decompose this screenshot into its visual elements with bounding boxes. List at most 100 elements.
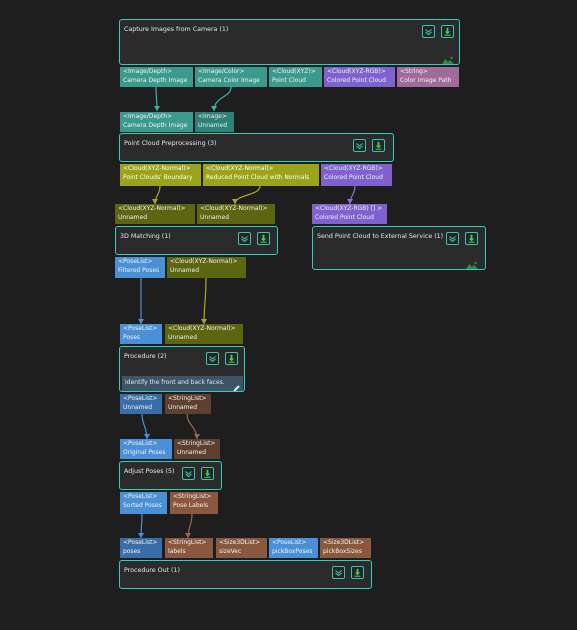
debug-output-icon[interactable]: [353, 139, 366, 152]
port-type-label: <PoseList>: [123, 440, 158, 447]
port-name-label: Original Poses: [123, 449, 166, 456]
port-name-label: Poses: [123, 334, 141, 341]
port-type-label: <String>: [400, 68, 428, 75]
port-type-label: <PoseList>: [272, 539, 307, 546]
wire-sorted-poses-arrow: [138, 533, 144, 538]
port-type-label: <Cloud(XYZ-RGB)>: [327, 68, 386, 75]
output-port-reduced-cloud[interactable]: <Cloud(XYZ-Normal)>Reduced Point Cloud w…: [203, 164, 319, 186]
wire-proc-poses-arrow: [144, 434, 150, 439]
port-type-label: <Cloud(XYZ)>: [272, 68, 316, 75]
output-port-point-cloud[interactable]: <Cloud(XYZ)>Point Cloud: [269, 67, 322, 87]
output-port-color-image-path[interactable]: <String>Color Image Path: [397, 67, 459, 87]
input-port-out-sizevec[interactable]: <Size3DList>sizeVec: [216, 538, 267, 558]
input-port-original-poses[interactable]: <PoseList> Original Poses: [120, 439, 172, 459]
port-name-label: Unnamed: [170, 267, 200, 274]
port-type-label: <Cloud(XYZ-Normal)>: [168, 325, 236, 332]
node-point-cloud-preprocessing[interactable]: Point Cloud Preprocessing (3): [119, 133, 394, 162]
wire-filtered-poses-arrow: [138, 319, 144, 324]
run-step-icon[interactable]: [257, 232, 270, 245]
port-name-label: Unnamed: [177, 449, 207, 456]
output-port-depth-image[interactable]: <Image/Depth> Camera Depth Image: [120, 67, 193, 87]
output-port-color-image[interactable]: <Image/Color>Camera Color Image: [195, 67, 267, 87]
node-title: Procedure Out (1): [124, 567, 180, 574]
port-name-label: labels: [168, 548, 186, 555]
port-name-label: Filtered Poses: [118, 267, 160, 274]
port-type-label: <Cloud(XYZ-Normal)>: [200, 205, 268, 212]
input-port-out-poses[interactable]: <PoseList> poses: [120, 538, 162, 558]
port-type-label: <StringList>: [168, 539, 207, 546]
port-name-label: Point Clouds' Boundary: [123, 174, 193, 181]
port-name-label: Unnamed: [168, 334, 198, 341]
wire-proc-strings-arrow: [194, 434, 200, 439]
port-name-label: Sorted Poses: [123, 502, 162, 509]
input-port-out-labels[interactable]: <StringList> labels: [165, 538, 213, 558]
output-port-sorted-poses[interactable]: <PoseList> Sorted Poses: [120, 492, 167, 514]
node-title: 3D Matching (1): [120, 233, 171, 240]
input-port-depth-image[interactable]: <Image/Depth>Camera Depth Image: [120, 112, 193, 132]
port-name-label: Pose Labels: [173, 502, 209, 509]
input-port-adjust-strings[interactable]: <StringList>Unnamed: [174, 439, 220, 459]
debug-output-icon[interactable]: [422, 25, 435, 38]
wire-match-cloud-arrow: [201, 319, 207, 324]
port-type-label: <Cloud(XYZ-RGB) [] >: [315, 205, 383, 212]
node-3d-matching[interactable]: 3D Matching (1): [115, 226, 278, 255]
wire-color-image: [213, 86, 232, 112]
run-step-icon[interactable]: [351, 566, 364, 579]
port-name-label: Unnamed: [198, 122, 228, 129]
run-step-icon[interactable]: [441, 25, 454, 38]
port-type-label: <PoseList>: [123, 325, 158, 332]
output-port-proc-poses[interactable]: <PoseList>Unnamed: [120, 394, 162, 414]
debug-output-icon[interactable]: [238, 232, 251, 245]
run-step-icon[interactable]: [225, 352, 238, 365]
debug-output-icon[interactable]: [446, 232, 459, 245]
node-procedure-out[interactable]: Procedure Out (1): [119, 560, 372, 589]
node-adjust-poses[interactable]: Adjust Poses (5): [119, 461, 222, 490]
run-step-icon[interactable]: [201, 467, 214, 480]
port-name-label: poses: [123, 548, 141, 555]
port-type-label: <Image/Depth>: [123, 68, 173, 75]
debug-output-icon[interactable]: [182, 467, 195, 480]
wire-match-cloud: [203, 277, 207, 325]
output-port-colored-cloud[interactable]: <Cloud(XYZ-RGB)>Colored Point Cloud: [321, 164, 392, 186]
port-type-label: <Image/Depth>: [123, 113, 173, 120]
input-port-out-pickboxposes[interactable]: <PoseList>pickBoxPoses: [269, 538, 318, 558]
node-send-point-cloud[interactable]: Send Point Cloud to External Service (1): [312, 226, 486, 270]
node-title: Capture Images from Camera (1): [124, 26, 229, 33]
output-port-pose-labels[interactable]: <StringList> Pose Labels: [170, 492, 218, 514]
port-type-label: <PoseList>: [118, 258, 153, 265]
debug-output-icon[interactable]: [332, 566, 345, 579]
input-port-cloud-1[interactable]: <Cloud(XYZ-Normal)>Unnamed: [115, 204, 195, 224]
run-step-icon[interactable]: [372, 139, 385, 152]
port-type-label: <PoseList>: [123, 539, 158, 546]
node-capture-images[interactable]: Capture Images from Camera (1): [119, 19, 460, 65]
input-port-image[interactable]: <Image>Unnamed: [195, 112, 234, 132]
output-port-filtered-poses[interactable]: <PoseList> Filtered Poses: [115, 257, 165, 278]
output-port-boundary[interactable]: <Cloud(XYZ-Normal)>Point Clouds' Boundar…: [120, 164, 201, 186]
port-type-label: <StringList>: [168, 395, 207, 402]
edit-description-icon[interactable]: [232, 378, 241, 397]
input-port-proc-cloud[interactable]: <Cloud(XYZ-Normal)> Unnamed: [165, 324, 243, 344]
run-step-icon[interactable]: [465, 232, 478, 245]
input-port-poses[interactable]: <PoseList> Poses: [120, 324, 162, 344]
port-type-label: <PoseList>: [123, 493, 158, 500]
node-procedure-2[interactable]: Procedure (2) Identify the front and bac…: [119, 346, 245, 392]
port-name-label: Unnamed: [123, 404, 153, 411]
input-port-cloud-2[interactable]: <Cloud(XYZ-Normal)>Unnamed: [197, 204, 275, 224]
output-port-colored-point-cloud[interactable]: <Cloud(XYZ-RGB)>Colored Point Cloud: [324, 67, 395, 87]
input-port-out-pickboxsizes[interactable]: <Size3DList>pickBoxSizes: [320, 538, 371, 558]
input-port-colored-cloud-list[interactable]: <Cloud(XYZ-RGB) [] >Colored Point Cloud: [312, 204, 387, 224]
port-name-label: Colored Point Cloud: [324, 174, 383, 181]
node-title: Send Point Cloud to External Service (1): [317, 233, 444, 240]
output-port-match-cloud[interactable]: <Cloud(XYZ-Normal)>Unnamed: [167, 257, 246, 278]
description-text: Identify the front and back faces.: [125, 379, 225, 386]
port-name-label: Camera Depth Image: [123, 77, 188, 84]
wire-colored-cloud-arrow: [347, 199, 353, 204]
port-type-label: <Size3DList>: [219, 539, 261, 546]
visualize-icon[interactable]: [441, 50, 455, 69]
port-type-label: <StringList>: [173, 493, 212, 500]
port-name-label: Reduced Point Cloud with Normals: [206, 174, 310, 181]
output-port-proc-strings[interactable]: <StringList>Unnamed: [165, 394, 211, 414]
visualize-icon[interactable]: [465, 255, 479, 274]
debug-output-icon[interactable]: [206, 352, 219, 365]
port-name-label: Camera Color Image: [198, 77, 260, 84]
